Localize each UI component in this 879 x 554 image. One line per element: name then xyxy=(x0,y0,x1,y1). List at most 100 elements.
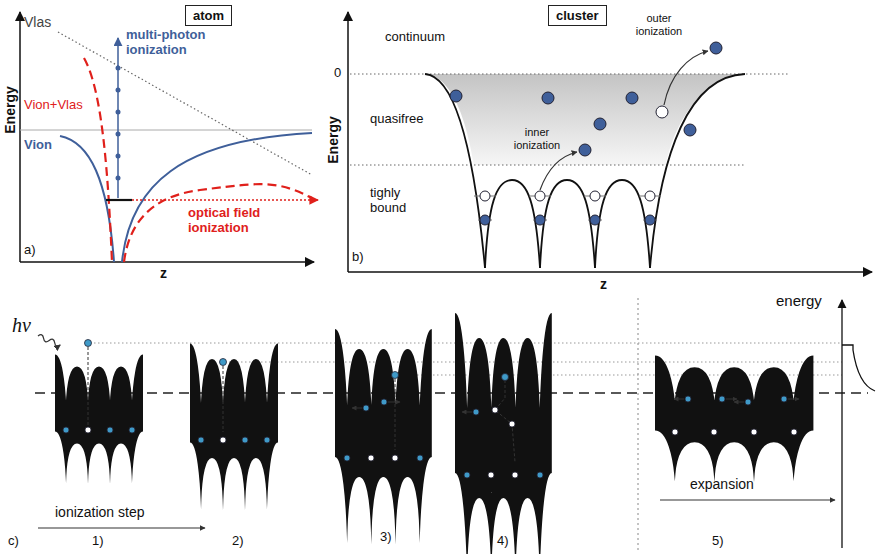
label-holder: c) xyxy=(8,534,19,549)
label-holder: 1) xyxy=(92,534,104,549)
electrons xyxy=(129,427,135,433)
cluster-wells xyxy=(190,393,278,455)
quasifree-electrons xyxy=(626,92,638,104)
electron-motion xyxy=(352,408,362,409)
label-holder: continuum xyxy=(385,30,445,45)
electrons xyxy=(381,399,387,405)
progress-arrows xyxy=(660,499,835,500)
electron-motion xyxy=(726,399,737,400)
electrons xyxy=(719,396,725,402)
quasifree-electrons xyxy=(579,144,591,156)
combined-potential xyxy=(84,58,112,262)
ion-potential xyxy=(60,133,312,262)
figure-label: 2) xyxy=(232,534,244,549)
bound-electrons xyxy=(480,191,655,225)
figure-label: energy xyxy=(776,292,822,309)
electrons xyxy=(537,472,543,478)
electrons xyxy=(672,429,678,435)
tunnel-arrow xyxy=(132,199,318,201)
bound-electrons xyxy=(480,215,490,225)
cluster-wells xyxy=(335,393,432,473)
quasifree-electrons xyxy=(684,124,696,136)
panel-a-axes xyxy=(19,12,21,262)
figure-label: z xyxy=(600,276,607,292)
quasifree-electrons xyxy=(594,118,606,130)
multiphoton-arrow xyxy=(117,38,119,198)
label-holder: a) xyxy=(24,243,36,258)
cluster-potential xyxy=(425,74,485,268)
zero-line xyxy=(350,74,790,75)
figure-label: multi-photon ionization xyxy=(126,28,214,58)
label-holder: inner ionization xyxy=(505,126,569,151)
label-holder: Vion xyxy=(24,138,52,153)
label-holder: hν xyxy=(12,314,31,337)
electrons xyxy=(488,472,494,478)
figure-label: 0 xyxy=(334,66,341,81)
electrons xyxy=(107,427,113,433)
cluster-potential xyxy=(595,180,650,268)
figure-label: Vion+Vlas xyxy=(24,98,83,113)
label-holder: Energy xyxy=(325,116,341,163)
excitation-paths xyxy=(88,347,89,425)
electrons xyxy=(473,409,479,415)
electrons xyxy=(344,455,350,461)
energy-axis xyxy=(841,300,842,548)
electrons xyxy=(198,437,204,443)
outer-ionization-arrow xyxy=(664,51,708,105)
figure-label: z xyxy=(160,265,167,281)
label-holder: 0 xyxy=(334,66,341,81)
figure-label: tighly bound xyxy=(370,186,425,216)
electrons xyxy=(509,421,515,427)
electrons xyxy=(85,427,91,433)
label-holder: tighly bound xyxy=(370,186,425,216)
electrons xyxy=(220,437,226,443)
bound-level xyxy=(106,199,132,201)
cluster-wells xyxy=(55,393,143,441)
label-holder: multi-photon ionization xyxy=(126,28,214,58)
ion-potential xyxy=(122,133,312,262)
electrons xyxy=(392,372,399,379)
panel-b-axes xyxy=(348,12,872,272)
bound-electrons xyxy=(645,191,655,201)
quasifree-electrons xyxy=(450,90,462,102)
multiphoton-arrow xyxy=(116,66,121,71)
band-edge xyxy=(350,165,745,166)
figure-label: Vlas xyxy=(24,14,51,30)
bound-electrons xyxy=(535,191,545,201)
figure-label: expansion xyxy=(690,476,754,492)
multiphoton-arrow xyxy=(116,154,121,159)
figure-label: c) xyxy=(8,534,19,549)
figure-label: 3) xyxy=(380,530,392,545)
label-holder: ionization step xyxy=(55,504,145,520)
quasifree-electrons xyxy=(710,42,722,54)
excitation-paths xyxy=(495,380,515,462)
electrons xyxy=(791,429,797,435)
electrons xyxy=(781,396,787,402)
excitation-paths xyxy=(395,379,396,450)
panel-title-box: cluster xyxy=(548,5,607,26)
electrons xyxy=(417,455,423,461)
electrons xyxy=(745,399,751,405)
electrons xyxy=(392,455,398,461)
quasifree-electrons xyxy=(656,106,668,118)
combined-potential xyxy=(124,184,312,262)
electrons xyxy=(242,437,248,443)
bound-electrons xyxy=(590,215,600,225)
figure-label: 5) xyxy=(712,534,724,549)
multiphoton-arrow xyxy=(116,38,121,198)
figure-label: inner ionization xyxy=(505,126,569,151)
electrons xyxy=(363,405,369,411)
bound-electrons xyxy=(645,215,655,225)
inner-ionization-arrow xyxy=(540,152,577,190)
panel-a-axes xyxy=(20,261,314,263)
label-holder: optical field ionization xyxy=(188,206,288,236)
electrons xyxy=(85,340,92,347)
panel-title: atom xyxy=(193,8,224,23)
photon xyxy=(37,334,61,348)
cluster-wells xyxy=(655,393,813,440)
label-holder: energy xyxy=(776,292,822,309)
figure-label: a) xyxy=(24,243,36,258)
progress-arrows xyxy=(38,527,205,528)
